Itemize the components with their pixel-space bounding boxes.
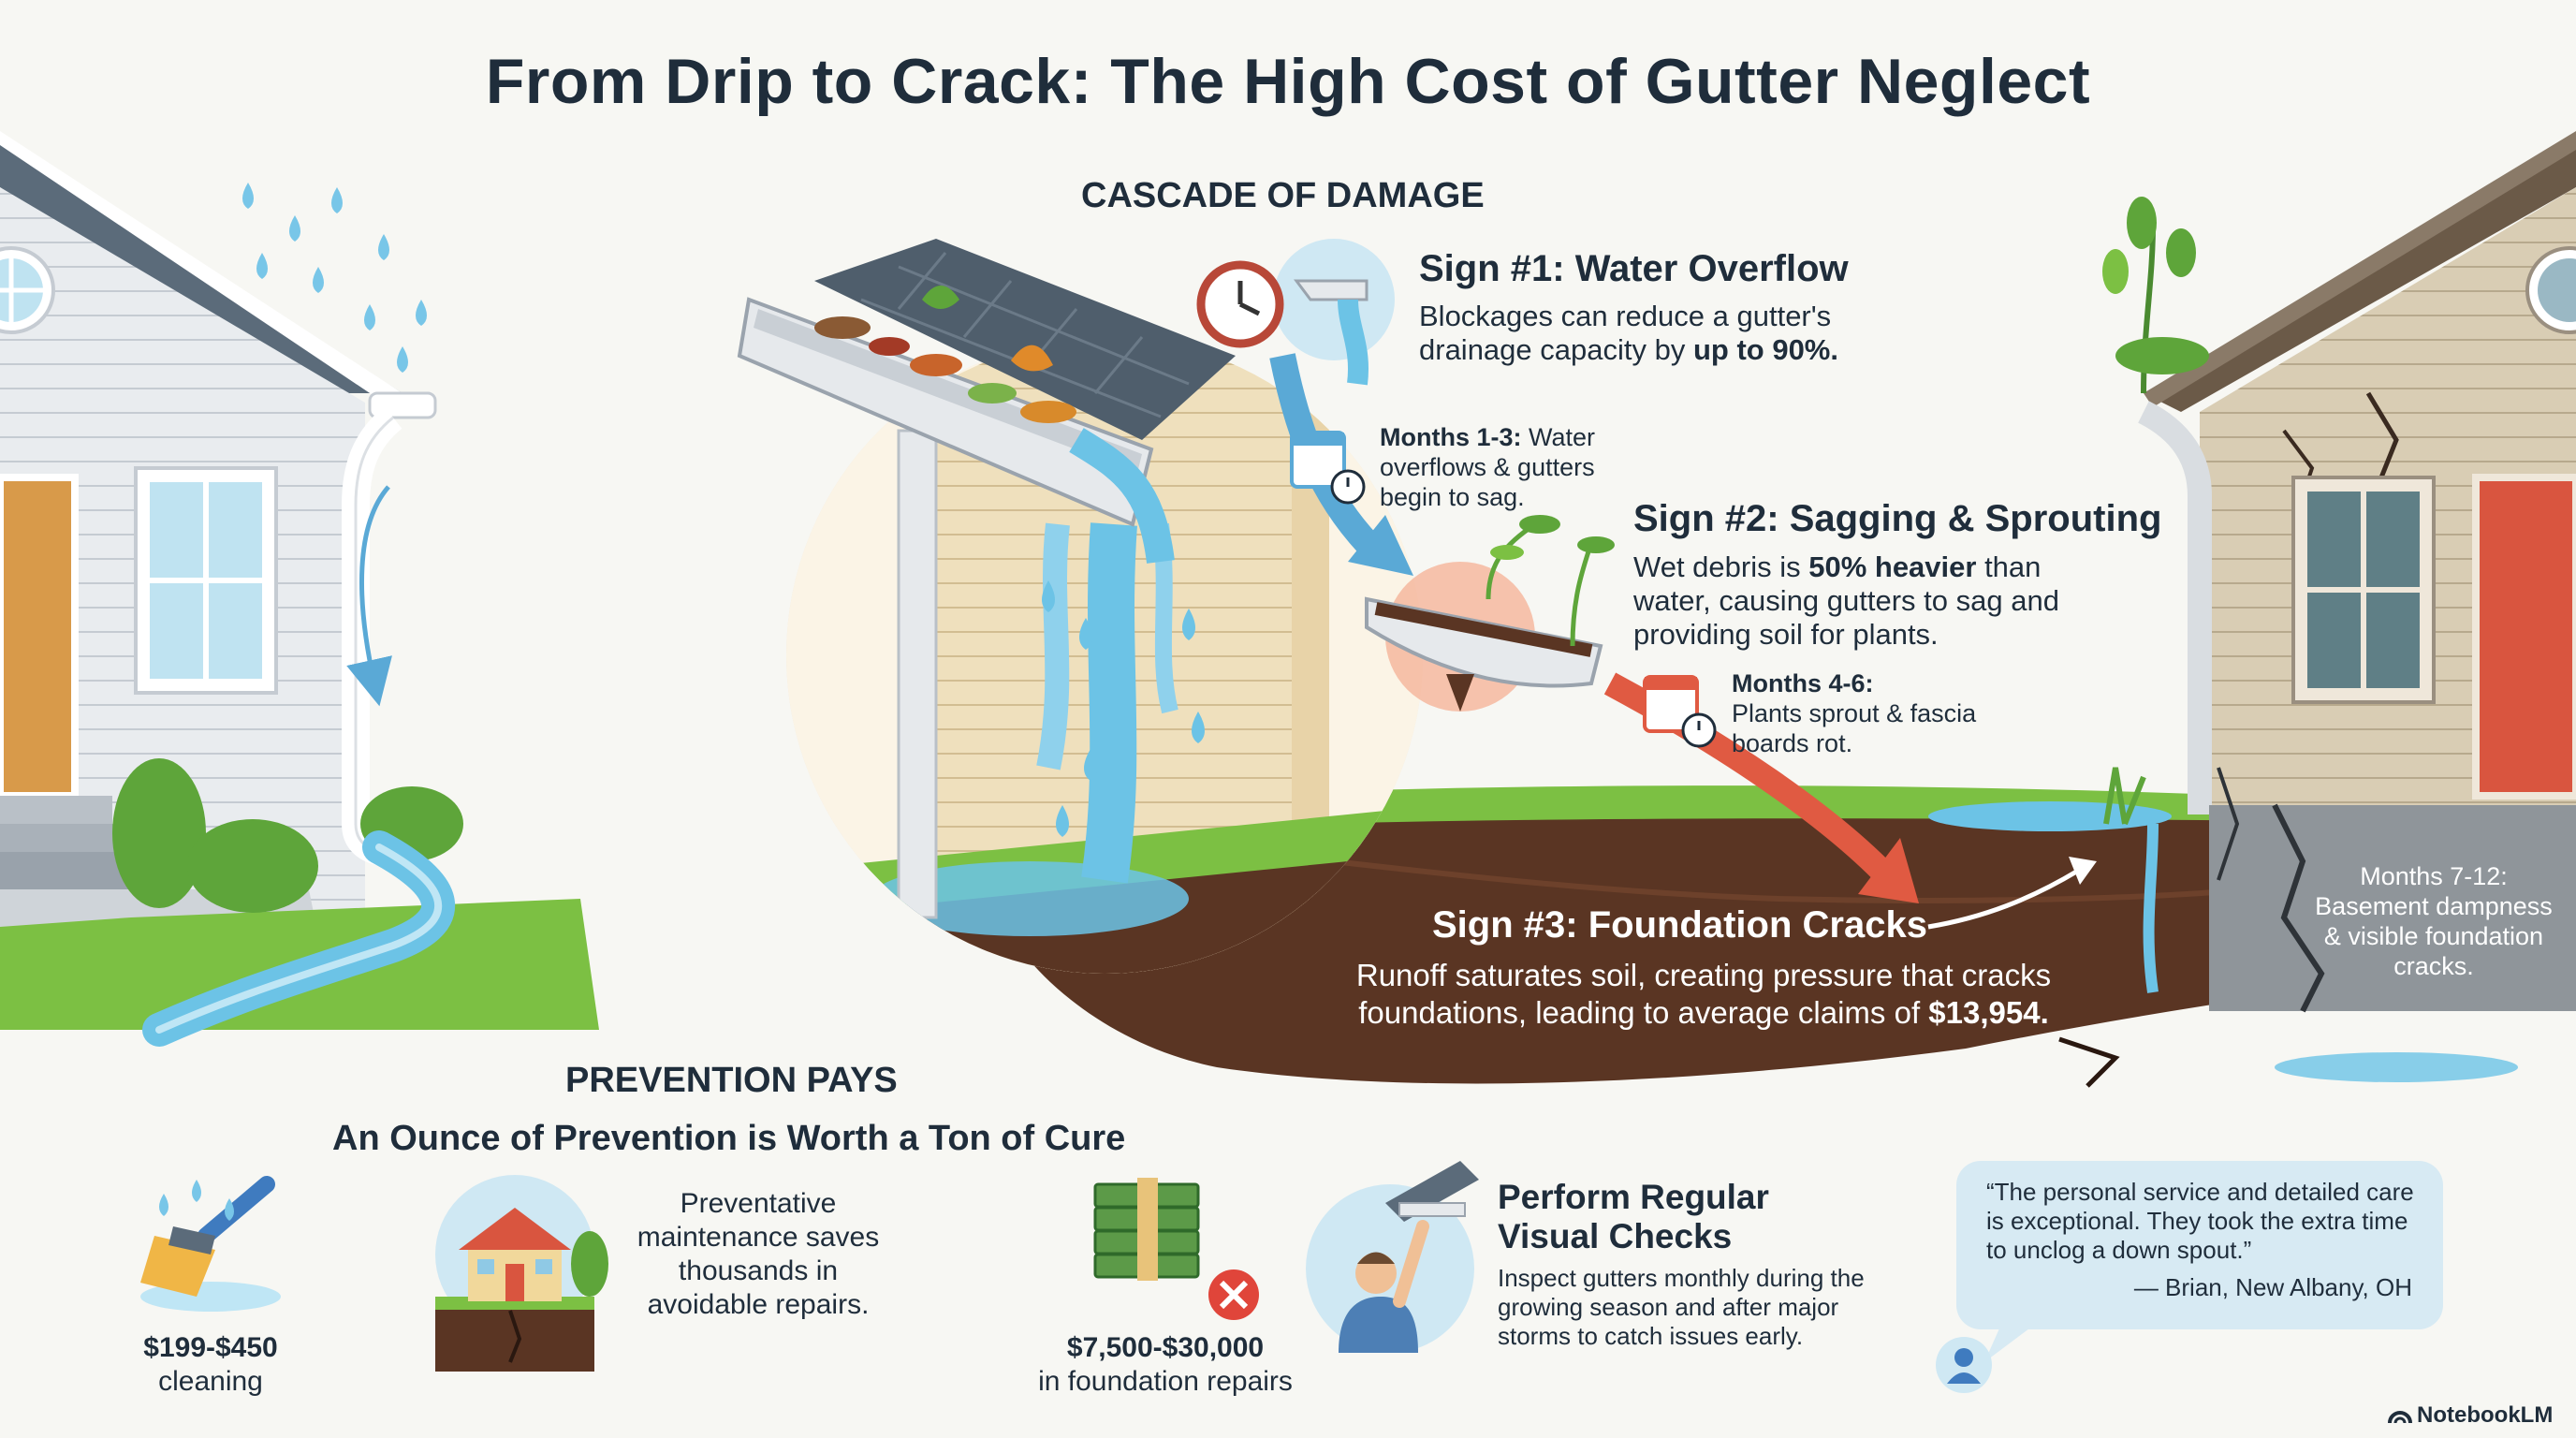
testimonial-bubble	[1956, 1161, 2443, 1362]
sign2-body: Wet debris is 50% heavier than water, ca…	[1633, 550, 2059, 651]
maintenance-text: Preventative maintenance saves thousands…	[637, 1188, 880, 1320]
cleaning-price: $199-$450	[143, 1332, 278, 1363]
repair-price: $7,500-$30,000	[1066, 1332, 1265, 1363]
testimonial-author: — Brian, New Albany, OH	[2133, 1273, 2412, 1301]
left-house-illustration	[0, 131, 599, 1047]
timeline-months-7-12: Months 7-12:Basement dampness & visible …	[2315, 862, 2553, 980]
timeline-months-4-6: Months 4-6:Plants sprout & fascia boards…	[1732, 669, 1977, 757]
cleaning-label: cleaning	[158, 1366, 263, 1397]
prevention-subheading: An Ounce of Prevention is Worth a Ton of…	[332, 1119, 1126, 1158]
page-title: From Drip to Crack: The High Cost of Gut…	[485, 46, 2091, 117]
right-house-illustration	[1928, 131, 2576, 1088]
gutter-debris	[814, 286, 1076, 423]
sign3-body: Runoff saturates soil, creating pressure…	[1355, 958, 2052, 1030]
clock-icon	[1196, 239, 1395, 386]
brush-icon	[140, 1176, 281, 1312]
pointer-arrow	[1927, 868, 2080, 930]
sagging-gutter-icon	[1365, 515, 1615, 712]
timeline-months-1-3: Months 1-3: Water overflows & gutters be…	[1380, 423, 1596, 511]
sign1-title: Sign #1: Water Overflow	[1419, 248, 1849, 289]
prevention-heading: PREVENTION PAYS	[565, 1061, 898, 1100]
sign3-title: Sign #3: Foundation Cracks	[1432, 904, 1927, 946]
cascade-heading: CASCADE OF DAMAGE	[1081, 176, 1485, 215]
calendar-icon	[1643, 675, 1717, 748]
checks-title: Perform Regular Visual Checks	[1498, 1178, 1769, 1255]
calendar-icon	[1290, 431, 1366, 505]
user-avatar-icon	[1936, 1337, 1992, 1393]
x-icon	[1208, 1269, 1259, 1320]
sign1-body: Blockages can reduce a gutter's drainage…	[1419, 300, 1838, 366]
checks-text: Inspect gutters monthly during the growi…	[1498, 1264, 1865, 1350]
sign2-title: Sign #2: Sagging & Sprouting	[1633, 498, 2162, 539]
house-icon	[435, 1175, 608, 1372]
brand-label: NotebookLM	[2417, 1402, 2554, 1428]
raindrop-icon	[242, 183, 427, 373]
money-icon	[1093, 1178, 1200, 1281]
notebooklm-logo-icon	[2388, 1411, 2412, 1424]
repair-label: in foundation repairs	[1038, 1366, 1293, 1397]
person-icon	[1306, 1161, 1479, 1353]
testimonial-quote: “The personal service and detailed care …	[1986, 1178, 2414, 1264]
